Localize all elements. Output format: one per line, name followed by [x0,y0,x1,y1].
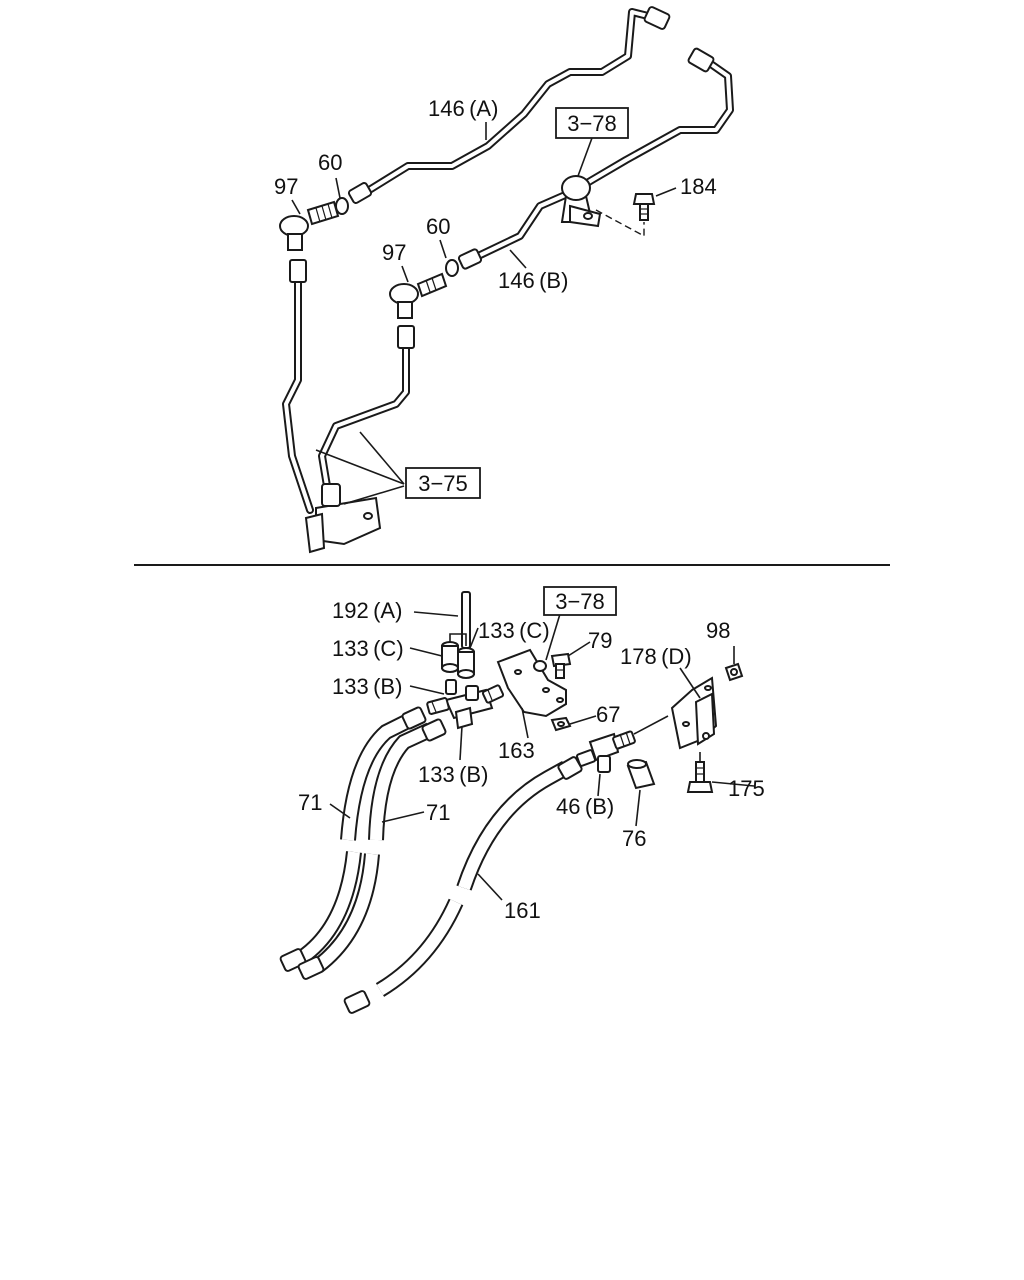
spacer-133c-left [441,641,459,673]
label-133c-left: 133 (C) [332,636,404,661]
nut-67 [550,716,572,732]
label-133b-bottom: 133 (B) [418,762,488,787]
label-163: 163 [498,738,535,763]
spacer-76 [626,759,656,790]
bolt-79 [550,652,572,679]
pipe-146a [347,6,671,204]
gasket-60-upper [335,197,349,215]
valve-lines [282,259,415,514]
ref-3-75: 3−75 [418,471,468,496]
spacer-133c-right [457,647,475,679]
label-133b-top: 133 (B) [332,674,402,699]
bolt-184 [632,193,656,221]
nut-98 [724,662,744,682]
label-175: 175 [728,776,765,801]
pipe-clip [560,175,602,228]
label-71-left: 71 [298,790,322,815]
hose-71-right [297,718,447,980]
label-60-upper: 60 [318,150,342,175]
label-76: 76 [622,826,646,851]
gasket-60-lower [445,259,459,277]
label-71-right: 71 [426,800,450,825]
pipe-146b [457,47,734,270]
label-178d: 178 (D) [620,644,692,669]
label-60-lower: 60 [426,214,450,239]
label-161: 161 [504,898,541,923]
ref-box-3-78-bottom [543,586,617,616]
ref-box-3-75 [405,467,481,499]
eye-bolt-97-upper [279,200,340,251]
label-97-lower: 97 [382,240,406,265]
hose-71-left [279,706,427,972]
hose-161 [343,756,583,1014]
tee-46b [575,730,636,773]
ref-3-78-bottom: 3−78 [555,589,605,614]
bracket-178d [670,676,718,750]
eye-bolt-97-lower [389,272,448,319]
union-133b [426,679,505,730]
top-assembly: 3−78 3−75 146 (A) 60 97 60 97 146 (B) 18… [274,6,734,554]
label-79: 79 [588,628,612,653]
label-46b: 46 (B) [556,794,614,819]
washer-3-78 [533,660,547,672]
label-146b: 146 (B) [498,268,568,293]
label-133c-right: 133 (C) [478,618,550,643]
label-192a: 192 (A) [332,598,402,623]
bottom-assembly: 3−78 192 (A) 133 (C) 133 (C) 133 (B) 133… [279,586,765,1014]
label-97-upper: 97 [274,174,298,199]
valve-body [304,483,382,554]
label-67: 67 [596,702,620,727]
label-98: 98 [706,618,730,643]
bolt-175 [686,761,714,793]
bolt-184-dash [595,209,645,238]
ref-3-78-top: 3−78 [567,111,617,136]
ref-box-3-78-top [555,107,629,139]
label-146a: 146 (A) [428,96,498,121]
label-184: 184 [680,174,717,199]
bracket-163 [496,648,567,718]
